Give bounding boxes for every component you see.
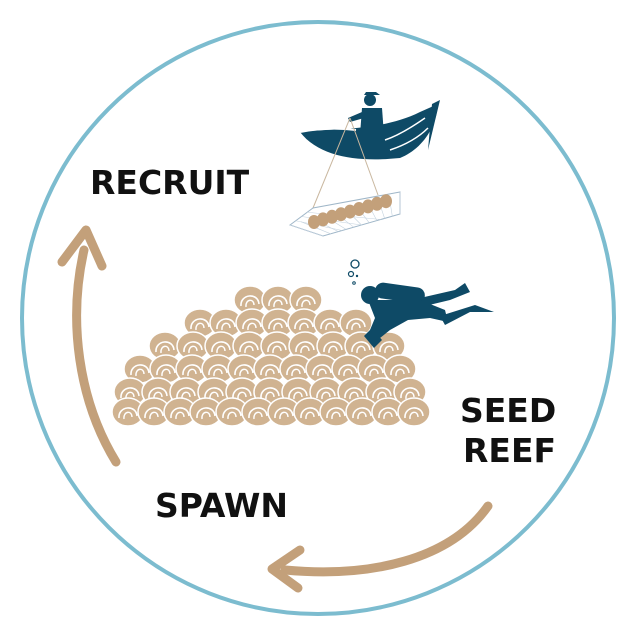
oyster-shell — [267, 397, 301, 427]
stage-label-reef: REEF — [463, 431, 557, 470]
oyster-shell — [163, 397, 197, 427]
oyster-shell — [176, 331, 210, 361]
caged-oyster — [371, 196, 383, 211]
caged-oyster — [335, 207, 347, 222]
arrow-seed-to-spawn — [267, 501, 493, 593]
oyster-shell — [345, 397, 379, 427]
oyster-shell — [397, 397, 431, 427]
stage-label-seed: SEED — [460, 391, 557, 430]
caged-oyster — [317, 212, 329, 227]
stage-label-recruit: RECRUIT — [90, 163, 250, 202]
caged-oyster — [344, 204, 356, 219]
oyster-shell — [383, 354, 417, 384]
cycle-ring — [20, 20, 616, 616]
caged-oyster — [362, 199, 374, 214]
oyster-shell — [111, 397, 145, 427]
oyster-shell — [241, 397, 275, 427]
rope-lines — [312, 117, 379, 209]
oyster-shell — [227, 354, 261, 384]
scuba-diver-icon — [347, 259, 494, 348]
oyster-shell — [289, 285, 323, 315]
oyster-shell — [293, 397, 327, 427]
oyster-reef-pile — [111, 285, 431, 427]
caged-oyster — [326, 209, 338, 224]
caged-oyster — [308, 215, 320, 229]
oyster-shell — [339, 308, 373, 338]
fisherman-icon — [348, 92, 384, 135]
oyster-shell — [371, 397, 405, 427]
oyster-shell — [189, 397, 223, 427]
seed-cage-icon — [288, 191, 401, 237]
caged-oyster — [353, 202, 365, 216]
stage-label-spawn: SPAWN — [155, 486, 288, 525]
oyster-shell — [215, 397, 249, 427]
caged-oyster — [380, 194, 392, 209]
oyster-shell — [123, 354, 157, 384]
arrow-spawn-to-recruit — [57, 225, 121, 467]
